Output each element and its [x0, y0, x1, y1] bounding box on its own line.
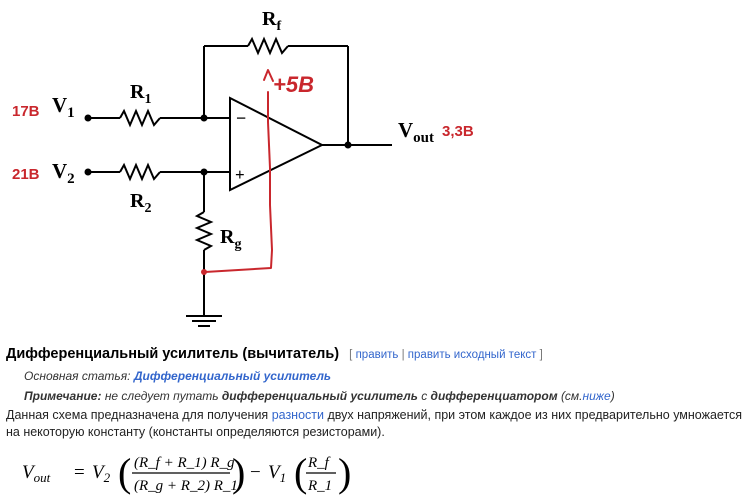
note-see: (см. [560, 389, 583, 403]
label-vout: Vout [398, 118, 434, 146]
label-rf: Rf [262, 8, 281, 34]
value-vout: 3,3В [442, 123, 474, 140]
edit-close-bracket: ] [539, 349, 543, 361]
section-title: Дифференциальный усилитель (вычитатель) [6, 346, 340, 362]
formula-minus: − [250, 462, 261, 483]
note-see-close: ) [610, 389, 615, 403]
formula-v2: V2 [92, 462, 111, 485]
formula-denominator: (R_g + R_2) R_1 [134, 478, 238, 494]
label-rg: Rg [220, 226, 241, 252]
value-supply: +5В [273, 72, 314, 97]
formula-v1: V1 [268, 462, 286, 485]
article-section: Дифференциальный усилитель (вычитатель) … [6, 343, 751, 441]
formula-frac-num: R_f [307, 455, 331, 471]
op-amp-plus: + [235, 165, 245, 184]
label-v2: V2 [52, 159, 75, 187]
resistor-r2 [119, 162, 161, 182]
body-paragraph: Данная схема предназначена для получения… [6, 407, 751, 441]
resistor-rf [247, 36, 289, 56]
value-v1: 17В [12, 103, 40, 120]
formula-frac-den: R_1 [307, 478, 332, 494]
op-amp-minus: − [236, 108, 246, 128]
circuit-wires [88, 36, 392, 327]
body-text-after: двух напряжений, при этом каждое из них … [6, 408, 743, 439]
body-link-difference[interactable]: разности [271, 408, 324, 422]
section-heading: Дифференциальный усилитель (вычитатель) … [6, 343, 751, 366]
label-v1: V1 [52, 93, 75, 121]
label-r2: R2 [130, 190, 151, 216]
red-supply-annotation [204, 69, 274, 273]
label-r1: R1 [130, 81, 151, 107]
junction-dots [84, 114, 352, 176]
edit-source-link[interactable]: править исходный текст [407, 349, 537, 361]
note-link-2[interactable]: дифференциатором [430, 389, 558, 403]
main-article-note: Основная статья: Дифференциальный усилит… [24, 366, 751, 386]
body-text-before: Данная схема предназначена для получения [6, 408, 269, 422]
formula-paren2-left: ( [294, 450, 307, 495]
note-text-2: с [421, 389, 428, 403]
edit-separator: | [401, 349, 405, 361]
formula-paren2-right: ) [338, 450, 351, 495]
main-article-link[interactable]: Дифференциальный усилитель [133, 369, 332, 383]
formula-vout: Vout = V2 ( (R_f + R_1) R_g (R_g + R_2) … [22, 450, 351, 495]
value-v2: 21В [12, 166, 40, 183]
edit-links: [ править | править исходный текст ] [349, 349, 543, 361]
resistor-rg [194, 211, 214, 251]
resistor-r1 [119, 108, 161, 128]
formula-big-paren-right: ) [232, 450, 245, 495]
edit-open-bracket: [ [349, 349, 353, 361]
note-see-link[interactable]: ниже [582, 389, 611, 403]
main-article-label: Основная статья: [24, 369, 131, 383]
red-junction-dot [201, 269, 207, 275]
note-text-1: не следует путать [104, 389, 219, 403]
note-label: Примечание: [24, 389, 102, 403]
differential-amplifier-circuit: − + Rf R1 R2 Rg V1 V2 Vout 17В 21В 3,3В … [12, 8, 474, 327]
note-link-1[interactable]: дифференциальный усилитель [221, 389, 418, 403]
formula-lhs: Vout [22, 462, 51, 485]
op-amp-triangle [229, 96, 325, 192]
formula-big-paren-left: ( [118, 450, 131, 495]
formula-numerator: (R_f + R_1) R_g [134, 455, 235, 471]
formula-equals: = [74, 462, 85, 483]
disambiguation-note: Примечание: не следует путать дифференци… [24, 386, 751, 406]
edit-link[interactable]: править [355, 349, 399, 361]
